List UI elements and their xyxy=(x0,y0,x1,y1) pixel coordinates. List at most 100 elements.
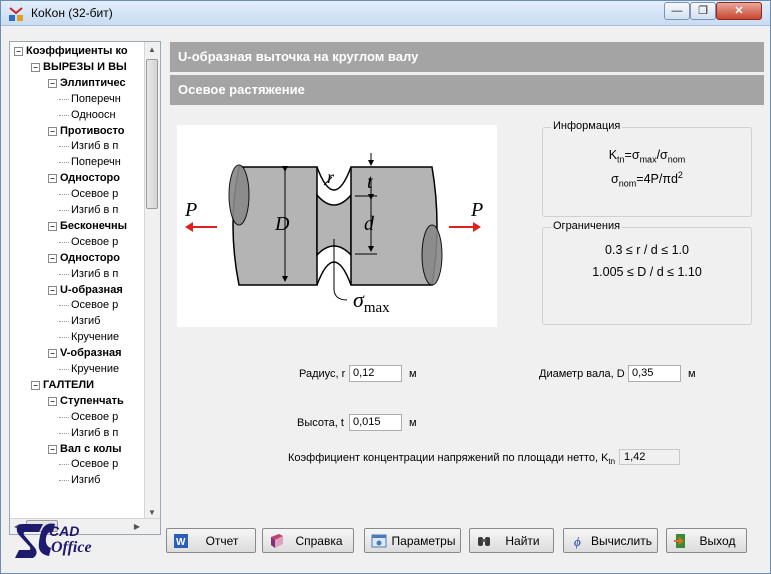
tree-collapse-toggle-icon[interactable]: − xyxy=(48,126,57,136)
calculate-button[interactable]: ϕ Вычислить xyxy=(563,528,658,553)
help-book-icon xyxy=(271,534,283,548)
tree-item[interactable]: Поперечн xyxy=(10,154,146,170)
parameters-button[interactable]: Параметры xyxy=(364,528,461,553)
sigma-max-label: σmax xyxy=(353,287,390,317)
tree-vertical-scroll-thumb[interactable] xyxy=(146,59,158,209)
tree-item[interactable]: Изгиб в п xyxy=(10,138,146,154)
tree-collapse-toggle-icon[interactable]: − xyxy=(48,396,57,406)
tree-item[interactable]: Изгиб в п xyxy=(10,202,146,218)
tree-guide-line xyxy=(59,210,69,211)
scroll-right-arrow-icon[interactable]: ▶ xyxy=(133,522,140,531)
minimize-button[interactable]: — xyxy=(664,2,690,20)
tree-collapse-toggle-icon[interactable]: − xyxy=(48,253,57,263)
tree-item[interactable]: −Ступенчать xyxy=(10,393,146,409)
diameter-field-label: Диаметр вала, D xyxy=(539,368,625,380)
tree-item[interactable]: −Эллиптичес xyxy=(10,75,146,91)
tree-item[interactable]: Одноосн xyxy=(10,107,146,123)
tree-item[interactable]: Кручение xyxy=(10,329,146,345)
tree-item[interactable]: Изгиб xyxy=(10,472,146,488)
height-input[interactable]: 0,015 xyxy=(349,414,402,431)
tree-guide-line xyxy=(59,194,69,196)
tree-collapse-toggle-icon[interactable]: − xyxy=(48,221,57,231)
scroll-left-arrow-icon[interactable]: ◀ xyxy=(14,522,21,531)
tree-item[interactable]: −ГАЛТЕЛИ xyxy=(10,377,146,393)
tree-item[interactable]: −Вал с колы xyxy=(10,441,146,457)
tree-item[interactable]: Поперечн xyxy=(10,91,146,107)
tree-collapse-toggle-icon[interactable]: − xyxy=(48,444,57,454)
tree-item-label: Осевое р xyxy=(71,299,119,312)
diameter-input[interactable]: 0,35 xyxy=(628,365,681,382)
title-bar[interactable]: КоКон (32-бит) — ❐ ✕ xyxy=(1,1,770,26)
radius-input[interactable]: 0,12 xyxy=(349,365,402,382)
exit-button[interactable]: Выход xyxy=(666,528,747,553)
tree-collapse-toggle-icon[interactable]: − xyxy=(48,285,57,295)
tree-item[interactable]: −Противосто xyxy=(10,123,146,139)
find-button-label: Найти xyxy=(505,534,540,548)
tree-item[interactable]: Осевое р xyxy=(10,297,146,313)
tree-item[interactable]: −ВЫРЕЗЫ И ВЫ xyxy=(10,59,146,75)
tree-item-label: Поперечн xyxy=(71,92,121,105)
tree-collapse-toggle-icon[interactable]: − xyxy=(31,380,40,390)
find-button[interactable]: Найти xyxy=(469,528,554,553)
logo-text-top: CAD xyxy=(49,523,80,539)
tree-guide-line xyxy=(59,432,69,434)
tree-item[interactable]: −U-образная xyxy=(10,282,146,298)
tree-item[interactable]: Изгиб xyxy=(10,313,146,329)
tree-guide-line xyxy=(59,273,69,275)
report-button[interactable]: W Отчет xyxy=(166,528,256,553)
tree-item[interactable]: −V-образная xyxy=(10,345,146,361)
tree-item[interactable]: −Односторо xyxy=(10,170,146,186)
tree-guide-line xyxy=(59,241,69,243)
tree-item-label: Изгиб xyxy=(71,474,101,487)
tree-item[interactable]: Изгиб в п xyxy=(10,425,146,441)
limits-group: Ограничения 0.3 ≤ r / d ≤ 1.0 1.005 ≤ D … xyxy=(542,220,752,325)
tree-item[interactable]: Осевое р xyxy=(10,186,146,202)
tree-item-label: Осевое р xyxy=(71,410,119,423)
maximize-button[interactable]: ❐ xyxy=(690,2,716,20)
tree-item-label: Односторо xyxy=(60,251,121,264)
tree-item-label: Кручение xyxy=(71,363,120,375)
parameters-button-label: Параметры xyxy=(391,534,456,548)
logo-text-bottom: Office xyxy=(51,539,92,556)
tree-item-label: Эллиптичес xyxy=(60,76,126,89)
tree-item-label: Изгиб xyxy=(71,315,101,328)
tree-collapse-toggle-icon[interactable]: − xyxy=(48,78,57,88)
tree-vertical-scrollbar[interactable]: ▲ ▼ xyxy=(144,42,160,520)
kt-formula: Ktn=σmax/σnom xyxy=(543,148,751,165)
scroll-up-arrow-icon[interactable]: ▲ xyxy=(148,45,156,54)
tree-item[interactable]: −Бесконечны xyxy=(10,218,146,234)
sigma-nom-expr: =4P/πd xyxy=(636,172,678,187)
close-button[interactable]: ✕ xyxy=(716,2,762,20)
height-unit: м xyxy=(409,417,417,429)
tree-item[interactable]: Изгиб в п xyxy=(10,266,146,282)
sigma-nom-formula: σnom=4P/πd2 xyxy=(543,170,751,189)
tree-collapse-toggle-icon[interactable]: − xyxy=(48,174,57,184)
tree-item-label: Изгиб в п xyxy=(71,140,119,153)
tree-item[interactable]: Кручение xyxy=(10,361,146,377)
tree-guide-line xyxy=(59,416,69,418)
tree-collapse-toggle-icon[interactable]: − xyxy=(48,349,57,359)
tree-item[interactable]: Осевое р xyxy=(10,409,146,425)
coefficient-value: 1,42 xyxy=(619,449,680,465)
tree-item-label: Одноосн xyxy=(71,108,116,121)
limit-r-over-d: 0.3 ≤ r / d ≤ 1.0 xyxy=(605,243,689,257)
tree-item[interactable]: −Коэффициенты ко xyxy=(10,43,146,59)
calculate-button-label: Вычислить xyxy=(590,534,653,548)
help-button[interactable]: Справка xyxy=(262,528,354,553)
tree-item[interactable]: Осевое р xyxy=(10,234,146,250)
scroll-down-arrow-icon[interactable]: ▼ xyxy=(148,508,156,517)
tree-collapse-toggle-icon[interactable]: − xyxy=(31,62,40,72)
tree-guide-line xyxy=(59,480,69,482)
tree-item-label: Коэффициенты ко xyxy=(26,45,128,57)
tree-collapse-toggle-icon[interactable]: − xyxy=(14,47,23,56)
coefficient-label-subscript: tn xyxy=(608,457,616,467)
cad-office-logo xyxy=(15,523,55,558)
tree-item[interactable]: Осевое р xyxy=(10,456,146,472)
tree-item[interactable]: −Односторо xyxy=(10,250,146,266)
parameters-window-icon xyxy=(371,534,387,548)
kt-divide-sigma: /σ xyxy=(656,148,668,162)
diameter-label: D xyxy=(275,213,290,235)
